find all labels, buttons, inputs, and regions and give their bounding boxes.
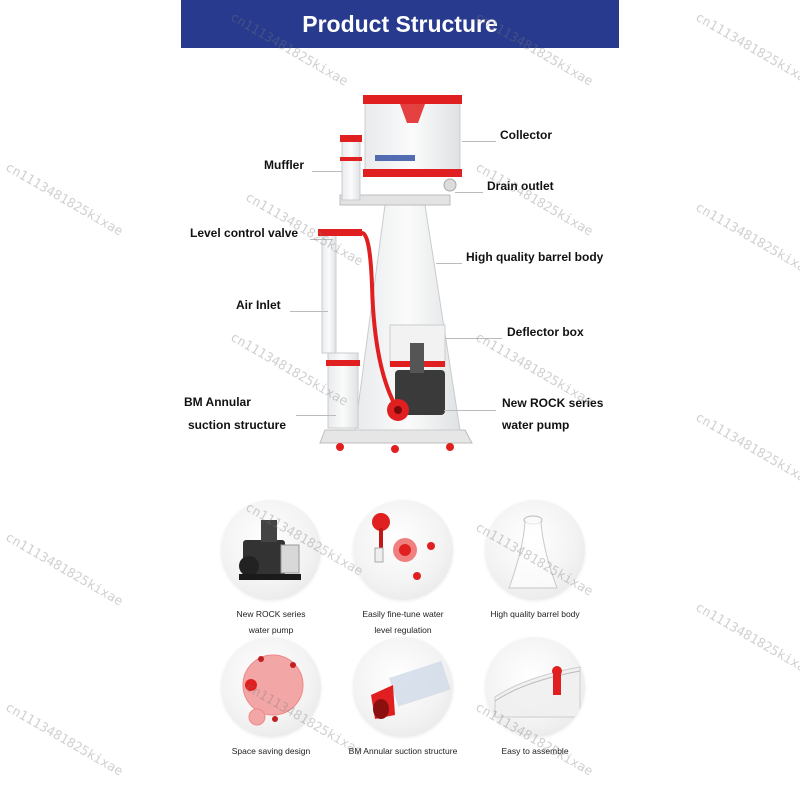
feature-space-saving: Space saving design [211, 637, 331, 759]
feature-bm-annular: BM Annular suction structure [343, 637, 463, 759]
callout-line-valve [310, 239, 332, 240]
callout-line-barrel [436, 263, 462, 264]
label-muffler: Muffler [264, 158, 304, 172]
label-level-control-valve: Level control valve [190, 226, 299, 240]
label-air-inlet: Air Inlet [236, 298, 281, 312]
label-bm-annular-line2: suction structure [188, 418, 287, 432]
label-rock-pump-line2: water pump [502, 418, 570, 432]
watermark: cn1113481825kixae [692, 410, 800, 490]
callout-line-muffler [312, 171, 342, 172]
watermark: cn1113481825kixae [2, 700, 126, 780]
bm-annular-thumbnail-image [353, 637, 453, 737]
callout-line-bm [296, 415, 336, 416]
watermark: cn1113481825kixae [2, 160, 126, 240]
product-structure-banner: Product Structure [181, 0, 619, 48]
callout-line-collector [462, 141, 496, 142]
watermark: cn1113481825kixae [692, 200, 800, 280]
label-rock-pump-line1: New ROCK series [502, 396, 604, 410]
assemble-thumbnail-image [485, 637, 585, 737]
valve-thumbnail-image [353, 500, 453, 600]
feature-caption-3-line1: High quality barrel body [490, 609, 580, 619]
watermark: cn1113481825kixae [692, 600, 800, 680]
label-barrel-body: High quality barrel body [466, 250, 604, 264]
label-deflector-box: Deflector box [507, 325, 584, 339]
callout-line-air [290, 311, 328, 312]
protein-skimmer-illustration [318, 95, 473, 453]
feature-caption-1-line2: water pump [248, 625, 294, 635]
callout-line-pump [444, 410, 496, 411]
barrel-thumbnail-image [485, 500, 585, 600]
space-saving-thumbnail-image [221, 637, 321, 737]
feature-caption-6-line1: Easy to assemble [501, 746, 569, 756]
feature-caption-1-line1: New ROCK series [236, 609, 306, 619]
feature-caption-5-line1: BM Annular suction structure [348, 746, 458, 756]
feature-caption-4-line1: Space saving design [231, 746, 311, 756]
pump-thumbnail-image [221, 500, 321, 600]
feature-caption-2-line1: Easily fine-tune water [362, 609, 444, 619]
feature-easy-assemble: Easy to assemble [475, 637, 595, 759]
feature-barrel-body: High quality barrel body [475, 500, 595, 622]
callout-line-deflector [446, 338, 502, 339]
watermark: cn1113481825kixae [472, 160, 596, 240]
feature-rock-pump: New ROCK series water pump [211, 500, 331, 638]
banner-title: Product Structure [302, 10, 498, 37]
label-collector: Collector [500, 128, 553, 142]
callout-line-drain [455, 192, 483, 193]
label-bm-annular-line1: BM Annular [184, 395, 251, 409]
feature-caption-2-line2: level regulation [374, 625, 432, 635]
watermark: cn1113481825kixae [692, 10, 800, 90]
watermark: cn1113481825kixae [2, 530, 126, 610]
label-drain-outlet: Drain outlet [487, 179, 554, 193]
feature-level-regulation: Easily fine-tune water level regulation [343, 500, 463, 638]
